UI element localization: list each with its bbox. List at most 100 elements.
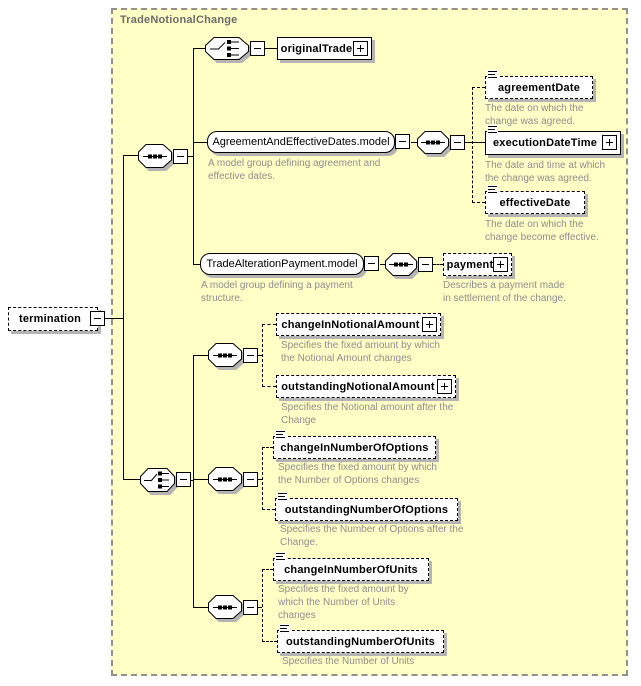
expand-icon[interactable] xyxy=(353,40,368,56)
element-originalTrade[interactable]: originalTrade xyxy=(277,37,372,60)
element-payment[interactable]: payment xyxy=(443,253,512,276)
expand-icon[interactable] xyxy=(602,135,617,150)
annotation-text: Specifies the fixed amount by which the … xyxy=(281,340,440,364)
element-label: originalTrade xyxy=(280,42,353,55)
connector-line xyxy=(105,318,124,319)
sequence-icon[interactable] xyxy=(208,343,242,367)
type-indicator-icon xyxy=(275,430,286,440)
element-label: agreementDate xyxy=(497,81,581,94)
connector-line-optional xyxy=(472,87,473,203)
connector-line xyxy=(123,155,124,480)
annotation-text: Specifies the Notional amount after the … xyxy=(281,402,454,426)
connector-line xyxy=(258,607,262,608)
sequence-icon[interactable] xyxy=(208,595,242,619)
choice-icon[interactable] xyxy=(205,37,249,60)
element-label: outstandingNumberOfOptions xyxy=(284,503,449,516)
connector-line-optional xyxy=(262,569,273,570)
collapse-icon[interactable] xyxy=(173,149,188,164)
type-indicator-icon xyxy=(277,492,288,502)
connector-line xyxy=(193,48,205,49)
connector-line xyxy=(465,142,472,143)
connector-line xyxy=(258,355,262,356)
annotation-text: The date on which the change become effe… xyxy=(485,219,599,243)
connector-line-optional xyxy=(472,202,485,203)
annotation-text: A model group defining a payment structu… xyxy=(201,280,353,304)
annotation-text: A model group defining agreement and eff… xyxy=(208,158,381,182)
connector-line xyxy=(123,155,138,156)
collapse-icon[interactable] xyxy=(176,472,191,487)
element-termination[interactable]: termination xyxy=(8,307,105,331)
model-group-label: TradeAlterationPayment.model xyxy=(206,258,358,270)
element-label: executionDateTime xyxy=(492,137,598,149)
collapse-icon[interactable] xyxy=(250,41,265,56)
connector-line-optional xyxy=(262,447,273,448)
connector-line-optional xyxy=(472,87,485,88)
connector-line-optional xyxy=(262,447,263,510)
connector-line-optional xyxy=(433,264,443,265)
element-label: termination xyxy=(18,313,82,325)
expand-icon[interactable] xyxy=(422,316,437,332)
collapse-icon[interactable] xyxy=(243,600,258,615)
connector-line-optional xyxy=(262,324,263,387)
sequence-icon[interactable] xyxy=(385,253,417,276)
element-label: outstandingNotionalAmount xyxy=(281,380,435,393)
collapse-icon[interactable] xyxy=(243,348,258,363)
element-changeInNotionalAmount[interactable]: changeInNotionalAmount xyxy=(276,313,441,336)
sequence-icon[interactable] xyxy=(138,144,172,168)
choice-icon[interactable] xyxy=(140,468,175,492)
element-outstandingNumberOfOptions[interactable]: outstandingNumberOfOptions xyxy=(275,492,458,521)
connector-line xyxy=(193,264,200,265)
expand-icon[interactable] xyxy=(493,256,508,272)
expand-icon[interactable] xyxy=(437,378,452,394)
annotation-text: Specifies the Number of Units xyxy=(282,656,415,667)
collapse-icon[interactable] xyxy=(364,256,379,271)
connector-line-optional xyxy=(262,641,277,642)
element-label: effectiveDate xyxy=(499,196,571,209)
collapse-icon[interactable] xyxy=(395,134,410,149)
annotation-text: Specifies the fixed amount by which the … xyxy=(278,462,437,486)
element-label: payment xyxy=(446,258,494,271)
element-label: outstandingNumberOfUnits xyxy=(285,635,435,648)
sequence-icon[interactable] xyxy=(417,131,449,154)
element-executionDateTime[interactable]: executionDateTime xyxy=(485,125,621,155)
connector-line xyxy=(380,264,385,265)
type-indicator-icon xyxy=(487,185,498,195)
element-label: changeInNotionalAmount xyxy=(281,318,420,331)
annotation-text: The date on which the change was agreed. xyxy=(485,103,584,127)
element-effectiveDate[interactable]: effectiveDate xyxy=(485,185,585,214)
complex-type-title: TradeNotionalChange xyxy=(120,14,238,26)
model-group-TradeAlterationPayment[interactable]: TradeAlterationPayment.model xyxy=(200,253,379,275)
connector-line-optional xyxy=(262,324,276,325)
connector-line-optional xyxy=(262,386,276,387)
element-label: changeInNumberOfUnits xyxy=(284,563,418,576)
connector-line xyxy=(193,355,194,607)
connector-line xyxy=(258,479,262,480)
element-changeInNumberOfUnits[interactable]: changeInNumberOfUnits xyxy=(273,552,429,581)
element-outstandingNotionalAmount[interactable]: outstandingNotionalAmount xyxy=(276,375,456,398)
collapse-icon[interactable] xyxy=(450,135,465,150)
element-agreementDate[interactable]: agreementDate xyxy=(485,70,593,99)
sequence-icon[interactable] xyxy=(208,467,242,491)
collapse-icon[interactable] xyxy=(90,311,105,326)
connector-line-optional xyxy=(262,509,275,510)
connector-line xyxy=(411,142,417,143)
connector-line xyxy=(193,355,208,356)
collapse-icon[interactable] xyxy=(418,257,433,272)
annotation-text: The date and time at which the change wa… xyxy=(485,160,606,184)
element-outstandingNumberOfUnits[interactable]: outstandingNumberOfUnits xyxy=(277,624,444,653)
model-group-label: AgreementAndEffectiveDates.model xyxy=(212,136,390,148)
model-group-AgreementAndEffectiveDates[interactable]: AgreementAndEffectiveDates.model xyxy=(207,131,410,153)
annotation-text: Specifies the Number of Options after th… xyxy=(280,524,464,548)
type-indicator-icon xyxy=(487,70,498,80)
type-indicator-icon xyxy=(279,624,290,634)
connector-line xyxy=(123,479,140,480)
connector-line xyxy=(265,48,277,49)
connector-line xyxy=(193,479,208,480)
connector-line xyxy=(190,480,193,481)
annotation-text: Specifies the fixed amount by which the … xyxy=(278,584,409,621)
type-indicator-icon xyxy=(275,552,286,562)
collapse-icon[interactable] xyxy=(243,472,258,487)
connector-line xyxy=(472,142,485,143)
element-changeInNumberOfOptions[interactable]: changeInNumberOfOptions xyxy=(273,430,436,459)
